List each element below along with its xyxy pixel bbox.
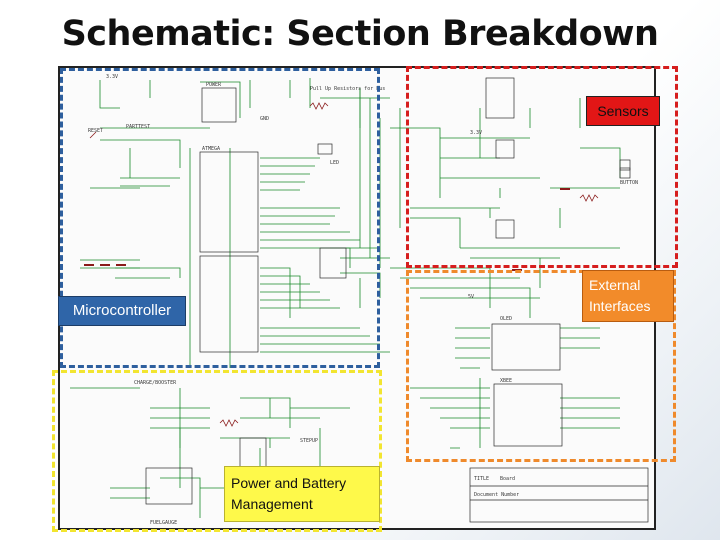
sensors-callout: Sensors: [586, 96, 660, 126]
label-document-number: Document Number: [474, 492, 519, 498]
power-callout: Power and Battery Management: [224, 466, 380, 522]
label-button: BUTTON: [620, 180, 638, 186]
label-led: LED: [330, 160, 339, 166]
slide-title: Schematic: Section Breakdown: [61, 14, 659, 54]
label-atmega: ATMEGA: [202, 146, 220, 152]
external-interfaces-callout: External Interfaces: [582, 270, 674, 322]
label-stepup: STEPUP: [300, 438, 318, 444]
microcontroller-callout: Microcontroller: [58, 296, 186, 326]
power-region: [52, 370, 382, 532]
label-gnd-top: GND: [260, 116, 269, 122]
label-5v: 5V: [468, 294, 474, 300]
label-oled: OLED: [500, 316, 512, 322]
microcontroller-region: [60, 68, 380, 368]
label-pullup: Pull Up Resistors for Bus: [310, 86, 385, 92]
label-reset: RESET: [88, 128, 103, 134]
label-power: POWER: [206, 82, 222, 88]
label-33v-top: 3.3V: [106, 74, 118, 80]
label-fuelgauge: FUELGAUGE: [150, 520, 177, 526]
label-board: Board: [500, 476, 515, 482]
label-33v-sensor: 3.3V: [470, 130, 482, 136]
label-charge-booster: CHARGE/BOOSTER: [134, 380, 177, 386]
external-interfaces-region: [406, 270, 676, 462]
schematic-drawing: POWER Pull Up Resistors for Bus PARTTEST…: [70, 74, 649, 526]
label-title-block: TITLE: [474, 476, 489, 482]
label-xbee: XBEE: [500, 378, 512, 384]
sensors-region: [406, 66, 678, 268]
label-parttest: PARTTEST: [126, 124, 150, 130]
